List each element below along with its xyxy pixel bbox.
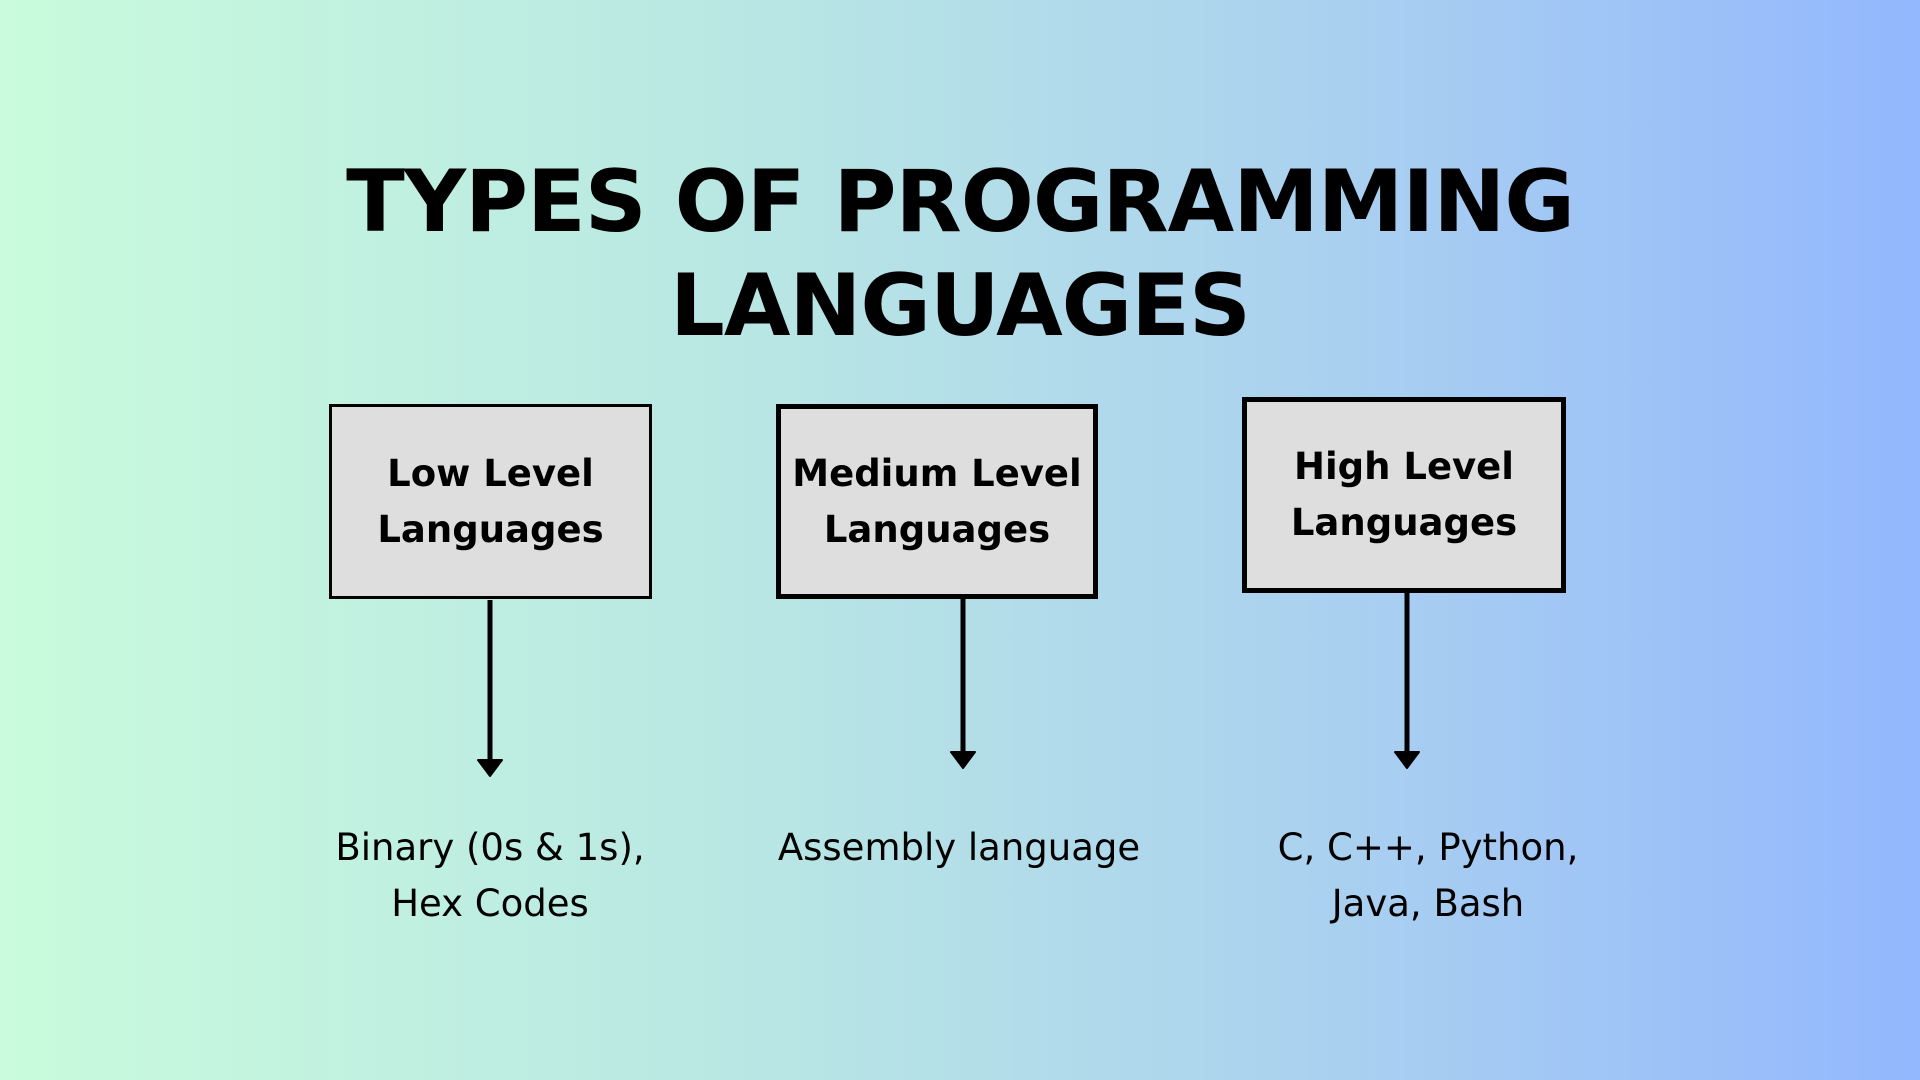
medium-level-box: Medium Level Languages — [776, 404, 1098, 599]
low-level-arrow — [477, 600, 503, 777]
high-level-examples-line-1: C, C++, Python, — [1277, 826, 1579, 869]
high-level-arrow-head — [1394, 751, 1420, 769]
high-level-arrow — [1394, 593, 1420, 769]
low-level-examples-line-2: Hex Codes — [391, 882, 589, 925]
medium-level-label-line-1: Medium Level — [792, 451, 1082, 495]
high-level-label-line-1: High Level — [1294, 445, 1514, 488]
high-level-examples-line-2: Java, Bash — [1331, 882, 1525, 925]
low-level-examples: Binary (0s & 1s), Hex Codes — [270, 820, 710, 932]
low-level-arrow-head — [477, 759, 503, 777]
medium-level-arrow-head — [950, 751, 976, 769]
high-level-examples: C, C++, Python, Java, Bash — [1208, 820, 1648, 932]
title-line-2: LANGUAGES — [670, 255, 1251, 356]
high-level-box: High Level Languages — [1242, 397, 1566, 593]
low-level-label-line-2: Languages — [377, 507, 604, 551]
medium-level-examples-line-1: Assembly language — [777, 826, 1141, 869]
high-level-label-line-2: Languages — [1290, 501, 1518, 544]
low-level-box: Low Level Languages — [329, 404, 652, 599]
low-level-examples-line-1: Binary (0s & 1s), — [335, 826, 645, 869]
medium-level-examples: Assembly language — [739, 820, 1179, 876]
low-level-label-line-1: Low Level — [387, 451, 594, 495]
title-line-1: TYPES OF PROGRAMMING — [346, 151, 1575, 252]
medium-level-arrow — [950, 595, 976, 769]
diagram-title: TYPES OF PROGRAMMING LANGUAGES — [0, 150, 1920, 358]
medium-level-label-line-2: Languages — [823, 507, 1051, 551]
